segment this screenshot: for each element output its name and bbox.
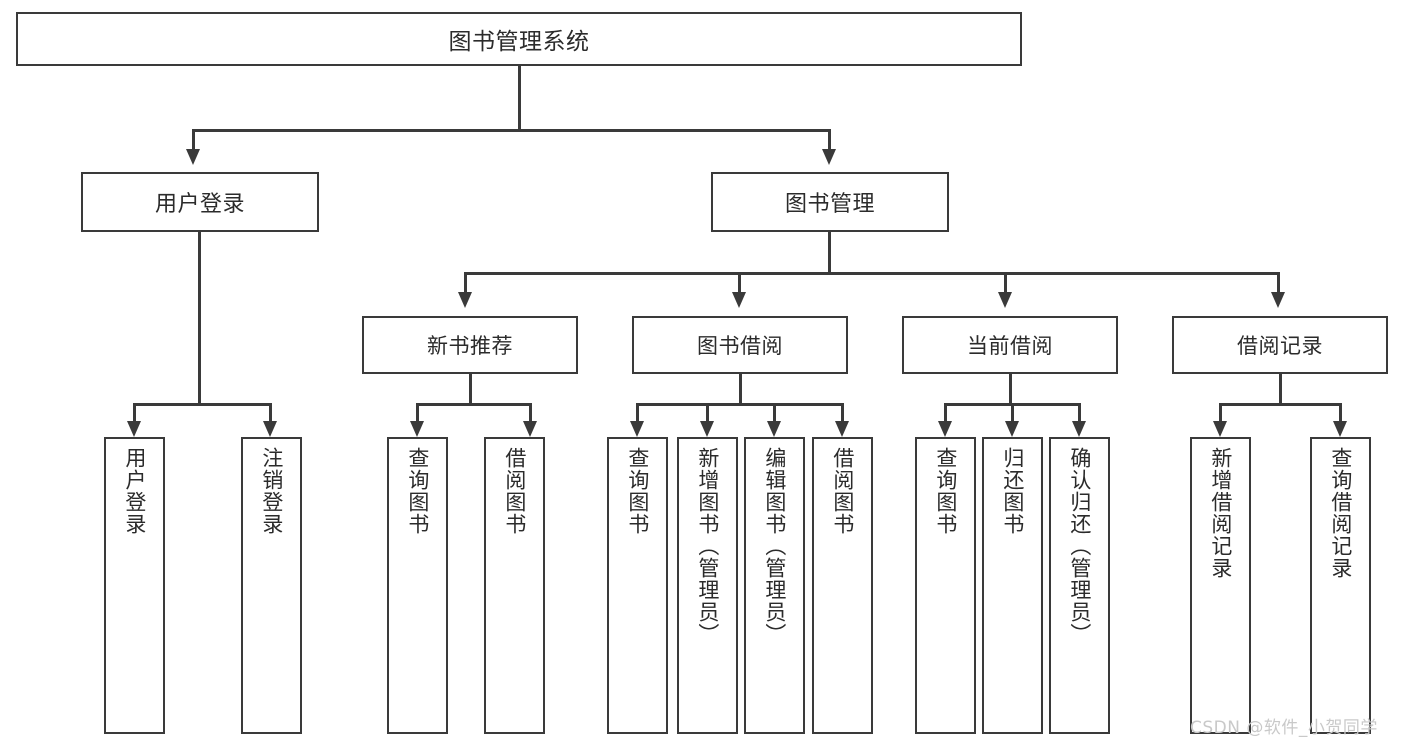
arrow-to-new-book-recommend (458, 292, 472, 308)
connector-user-login-branch-1 (133, 403, 136, 421)
leaf-add-borrow-record[interactable]: 新增借阅记录 (1190, 437, 1251, 734)
leaf-label: 新增图书（管理员） (695, 447, 720, 645)
arrow-to-leaf-confirm-return (1072, 421, 1086, 437)
connector-book-borrow-stem (739, 374, 742, 403)
connector-book-manage-branch-3 (1004, 272, 1007, 292)
node-label: 图书借阅 (697, 334, 783, 358)
connector-current-borrow-branch-1 (944, 403, 947, 421)
connector-user-login-stem (198, 232, 201, 403)
leaf-label: 借阅图书 (502, 447, 527, 535)
leaf-label: 新增借阅记录 (1208, 447, 1233, 579)
node-root-book-management-system[interactable]: 图书管理系统 (16, 12, 1022, 66)
arrow-to-leaf-logout-login (263, 421, 277, 437)
node-current-borrow[interactable]: 当前借阅 (902, 316, 1118, 374)
connector-book-manage-branch-2 (738, 272, 741, 292)
node-label: 图书管理 (784, 192, 875, 217)
leaf-user-login[interactable]: 用户登录 (104, 437, 165, 734)
node-label: 借阅记录 (1237, 334, 1323, 358)
connector-current-borrow-branch-2 (1011, 403, 1014, 421)
connector-current-borrow-branch-3 (1078, 403, 1081, 421)
leaf-return-book[interactable]: 归还图书 (982, 437, 1043, 734)
connector-root-branch-left (192, 129, 195, 149)
arrow-to-leaf-query-book-3 (938, 421, 952, 437)
connector-root-branch-right (828, 129, 831, 149)
connector-book-manage-branch-4 (1277, 272, 1280, 292)
connector-book-manage-stem (828, 232, 831, 272)
connector-book-manage-bus (464, 272, 1280, 275)
connector-book-borrow-branch-4 (841, 403, 844, 421)
connector-book-borrow-branch-2 (706, 403, 709, 421)
connector-user-login-bus (133, 403, 271, 406)
connector-borrow-record-branch-1 (1219, 403, 1222, 421)
arrow-to-user-login (186, 149, 200, 165)
arrow-to-borrow-record (1271, 292, 1285, 308)
leaf-label: 查询图书 (933, 447, 958, 535)
leaf-label: 用户登录 (122, 447, 147, 535)
arrow-to-book-manage (822, 149, 836, 165)
node-label: 当前借阅 (967, 334, 1053, 358)
leaf-label: 查询借阅记录 (1328, 447, 1353, 579)
connector-root-bus (192, 129, 830, 132)
arrow-to-leaf-query-book-1 (410, 421, 424, 437)
leaf-add-book-admin[interactable]: 新增图书（管理员） (677, 437, 738, 734)
connector-new-book-branch-2 (529, 403, 532, 421)
arrow-to-leaf-return-book (1005, 421, 1019, 437)
connector-new-book-stem (469, 374, 472, 403)
leaf-label: 借阅图书 (830, 447, 855, 535)
connector-borrow-record-branch-2 (1339, 403, 1342, 421)
leaf-borrow-book-new-recommend[interactable]: 借阅图书 (484, 437, 545, 734)
connector-current-borrow-stem (1009, 374, 1012, 403)
node-borrow-record[interactable]: 借阅记录 (1172, 316, 1388, 374)
leaf-label: 归还图书 (1000, 447, 1025, 535)
leaf-query-book-borrow[interactable]: 查询图书 (607, 437, 668, 734)
arrow-to-leaf-borrow-book-2 (835, 421, 849, 437)
arrow-to-leaf-user-login (127, 421, 141, 437)
leaf-query-book-current[interactable]: 查询图书 (915, 437, 976, 734)
node-label: 新书推荐 (427, 334, 513, 358)
connector-book-borrow-branch-3 (773, 403, 776, 421)
connector-user-login-branch-2 (269, 403, 272, 421)
arrow-to-current-borrow (998, 292, 1012, 308)
arrow-to-leaf-add-record (1213, 421, 1227, 437)
node-user-login[interactable]: 用户登录 (81, 172, 319, 232)
leaf-logout-login[interactable]: 注销登录 (241, 437, 302, 734)
csdn-watermark: CSDN @软件_小贺同学 (1190, 718, 1378, 738)
connector-book-manage-branch-1 (464, 272, 467, 292)
leaf-label: 编辑图书（管理员） (762, 447, 787, 645)
connector-book-borrow-branch-1 (636, 403, 639, 421)
connector-new-book-bus (416, 403, 531, 406)
leaf-edit-book-admin[interactable]: 编辑图书（管理员） (744, 437, 805, 734)
connector-new-book-branch-1 (416, 403, 419, 421)
node-label: 图书管理系统 (448, 29, 590, 55)
connector-root-stem (518, 66, 521, 129)
node-label: 用户登录 (154, 192, 245, 217)
leaf-query-book-new-recommend[interactable]: 查询图书 (387, 437, 448, 734)
leaf-confirm-return-admin[interactable]: 确认归还（管理员） (1049, 437, 1110, 734)
leaf-label: 查询图书 (405, 447, 430, 535)
node-new-book-recommend[interactable]: 新书推荐 (362, 316, 578, 374)
arrow-to-leaf-query-record (1333, 421, 1347, 437)
leaf-borrow-book-borrow[interactable]: 借阅图书 (812, 437, 873, 734)
arrow-to-leaf-borrow-book-1 (523, 421, 537, 437)
leaf-query-borrow-record[interactable]: 查询借阅记录 (1310, 437, 1371, 734)
node-book-borrow[interactable]: 图书借阅 (632, 316, 848, 374)
arrow-to-leaf-edit-book (767, 421, 781, 437)
connector-book-borrow-bus (636, 403, 843, 406)
node-book-management[interactable]: 图书管理 (711, 172, 949, 232)
connector-borrow-record-stem (1279, 374, 1282, 403)
leaf-label: 注销登录 (259, 447, 284, 535)
leaf-label: 查询图书 (625, 447, 650, 535)
arrow-to-book-borrow (732, 292, 746, 308)
arrow-to-leaf-query-book-2 (630, 421, 644, 437)
connector-borrow-record-bus (1219, 403, 1341, 406)
arrow-to-leaf-add-book (700, 421, 714, 437)
leaf-label: 确认归还（管理员） (1067, 447, 1092, 645)
